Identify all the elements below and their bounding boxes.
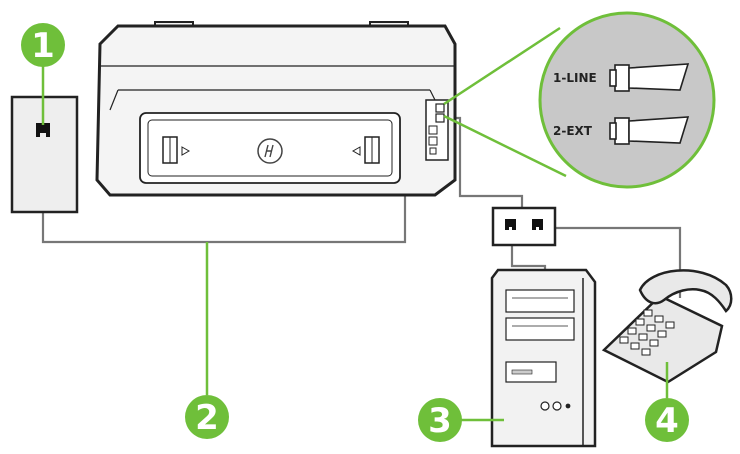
callout-number-2: 2 (195, 398, 219, 438)
callout-leaders (41, 66, 669, 422)
callout-number-3: 3 (428, 401, 452, 441)
phone-splitter-icon (491, 206, 557, 247)
port-zoom-callout: 1-LINE 2-EXT (443, 11, 716, 189)
callout-badge-3: 3 (418, 398, 462, 442)
zoom-connector-top (443, 26, 561, 106)
desktop-computer-icon (490, 268, 597, 448)
callout-badge-4: 4 (645, 398, 689, 442)
desk-telephone-icon (601, 269, 733, 384)
hp-logo-icon (257, 138, 283, 164)
zoom-circle (538, 11, 716, 189)
wall-phone-jack-icon (10, 95, 79, 214)
zoom-connector-bottom (443, 114, 567, 178)
callout-number-1: 1 (31, 26, 55, 66)
port-label-1-line: 1-LINE (553, 71, 597, 85)
port-1-line-jack-icon (609, 63, 690, 92)
callout-badge-2: 2 (185, 395, 229, 439)
callout-number-4: 4 (655, 401, 679, 441)
printer-port-1-line (435, 103, 445, 113)
printer-fax-ports (435, 103, 445, 123)
callout-badge-1: 1 (21, 23, 65, 67)
phone-cord-printer-to-splitter (453, 116, 524, 208)
printer-port-2-ext (435, 113, 445, 123)
printer-rear-view-icon (95, 21, 457, 197)
port-label-2-ext: 2-EXT (553, 124, 593, 138)
port-2-ext-jack-icon (609, 116, 690, 145)
